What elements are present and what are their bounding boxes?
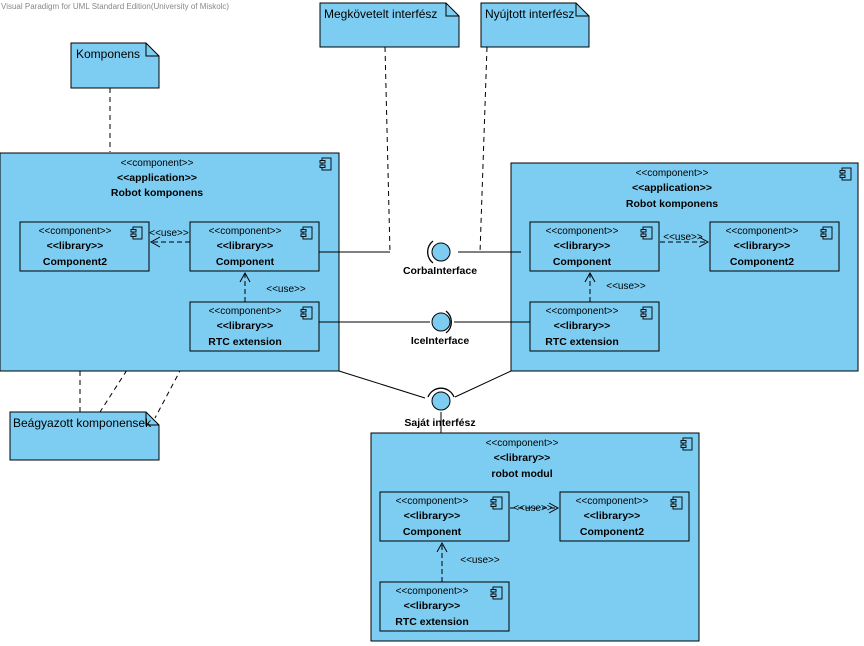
component-name: Component [403, 526, 462, 538]
sajat-interface: Saját interfész [404, 387, 476, 429]
ice-interface: IceInterface [411, 310, 470, 347]
stereotype-label: <<component>> [121, 158, 194, 169]
stereotype-label: <<component>> [546, 306, 619, 317]
stereotype-label: <<component>> [576, 496, 649, 507]
stereotype-label: <<component>> [396, 496, 469, 507]
note-beagyazott-label: Beágyazott komponensek [13, 416, 152, 430]
note-komponens-label: Komponens [76, 47, 140, 61]
stereotype-label: <<library>> [584, 510, 641, 522]
use-label: <<use>> [663, 232, 703, 243]
component-right-rtc-extension: <<component>> <<library>> RTC extension [529, 301, 660, 352]
stereotype-label: <<library>> [404, 510, 461, 522]
note-nyujtott-label: Nyújtott interfész [485, 7, 574, 21]
component-left-component2: <<component>> <<library>> Component2 [19, 221, 150, 272]
stereotype-label: <<application>> [632, 182, 712, 194]
note-komponens: Komponens [70, 42, 160, 89]
component-right-component2: <<component>> <<library>> Component2 [709, 221, 840, 272]
note-nyujtott-interfesz: Nyújtott interfész [480, 2, 590, 48]
component-name: Component2 [580, 526, 644, 538]
use-label: <<use>> [266, 284, 306, 295]
use-dependencies [149, 236, 710, 582]
stereotype-label: <<library>> [494, 452, 551, 464]
component-left-component: <<component>> <<library>> Component [189, 221, 320, 272]
stereotype-label: <<component>> [726, 226, 799, 237]
note-megkovetelt-label: Megkövetelt interfész [324, 7, 437, 21]
use-label: <<use>> [149, 228, 189, 239]
stereotype-label: <<component>> [209, 226, 282, 237]
stereotype-label: <<library>> [47, 240, 104, 252]
component-name: Component2 [43, 256, 107, 268]
lollipop-icon [431, 312, 451, 332]
assembly-connectors [319, 251, 530, 433]
component-name: Component [216, 256, 275, 268]
component-right-component: <<component>> <<library>> Component [529, 221, 660, 272]
stereotype-label: <<library>> [554, 240, 611, 252]
use-label: <<use>> [513, 503, 553, 514]
sajat-interface-label: Saját interfész [404, 417, 475, 429]
watermark: Visual Paradigm for UML Standard Edition… [1, 2, 229, 11]
component-name: Component2 [730, 256, 794, 268]
component-name: RTC extension [545, 336, 619, 348]
stereotype-label: <<component>> [486, 438, 559, 449]
component-name: Component [553, 256, 612, 268]
component-bottom-component: <<component>> <<library>> Component [379, 491, 510, 542]
component-name: RTC extension [395, 616, 469, 628]
component-bottom-component2: <<component>> <<library>> Component2 [559, 491, 690, 542]
note-beagyazott-komponensek: Beágyazott komponensek [9, 411, 160, 461]
stereotype-label: <<library>> [554, 320, 611, 332]
stereotype-label: <<component>> [39, 226, 112, 237]
socket-icon [445, 310, 452, 334]
stereotype-label: <<component>> [636, 168, 709, 179]
stereotype-label: <<library>> [217, 320, 274, 332]
component-name: RTC extension [208, 336, 282, 348]
corba-interface: CorbaInterface [403, 240, 477, 277]
lollipop-icon [431, 242, 451, 262]
stereotype-label: <<component>> [209, 306, 282, 317]
container-right-name: Robot komponens [626, 198, 718, 210]
socket-icon [427, 240, 434, 264]
stereotype-label: <<library>> [217, 240, 274, 252]
component-left-rtc-extension: <<component>> <<library>> RTC extension [189, 301, 320, 352]
stereotype-label: <<application>> [117, 172, 197, 184]
socket-icon [427, 387, 455, 398]
container-left-name: Robot komponens [111, 187, 203, 199]
use-label: <<use>> [460, 555, 500, 566]
stereotype-label: <<component>> [546, 226, 619, 237]
component-bottom-rtc-extension: <<component>> <<library>> RTC extension [379, 581, 510, 632]
note-megkovetelt-interfesz: Megkövetelt interfész [319, 2, 460, 48]
stereotype-label: <<library>> [404, 600, 461, 612]
container-bottom-name: robot modul [491, 468, 552, 480]
stereotype-label: <<library>> [734, 240, 791, 252]
use-label: <<use>> [606, 281, 646, 292]
lollipop-icon [431, 391, 451, 411]
ice-interface-label: IceInterface [411, 335, 470, 347]
corba-interface-label: CorbaInterface [403, 265, 477, 277]
stereotype-label: <<component>> [396, 586, 469, 597]
